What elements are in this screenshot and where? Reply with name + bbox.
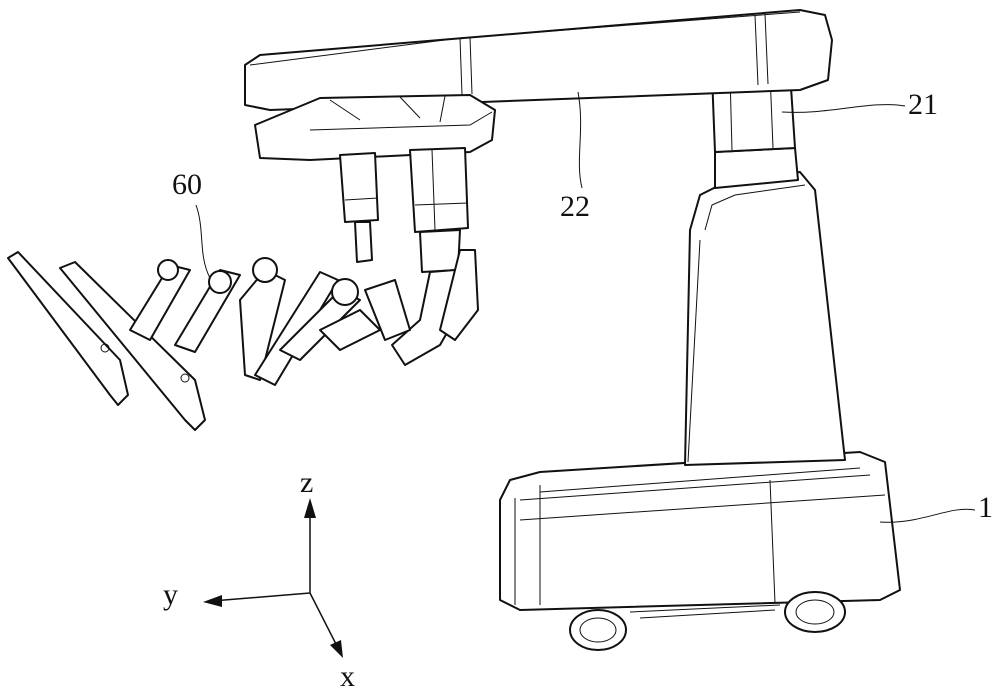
base: [499, 451, 901, 611]
coordinate-axes: [203, 498, 343, 658]
leader-60: [195, 204, 211, 279]
label-1: 1: [978, 491, 993, 524]
leader-22: [577, 91, 583, 189]
instruments: [7, 251, 411, 431]
axis-label-y: y: [163, 578, 178, 611]
column: [684, 71, 846, 466]
instrument-platform: [254, 94, 496, 366]
leader-1: [879, 508, 976, 523]
axis-label-x: x: [340, 660, 355, 693]
label-22: 22: [560, 190, 590, 223]
arm: [244, 9, 833, 111]
wheels: [569, 591, 846, 651]
label-21: 21: [908, 88, 938, 121]
leader-21: [781, 104, 906, 113]
axis-label-z: z: [300, 466, 314, 499]
label-60: 60: [172, 168, 202, 201]
